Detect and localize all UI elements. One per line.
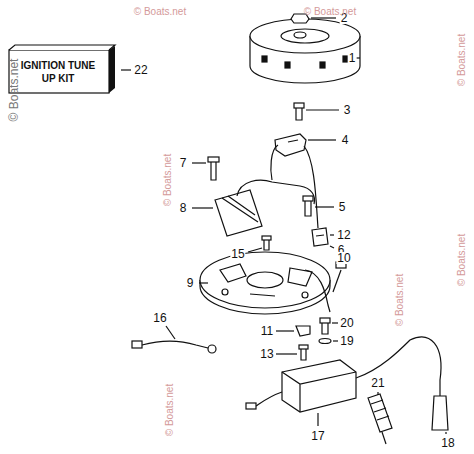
watermark: © Boats.net xyxy=(8,59,20,122)
screw xyxy=(262,236,271,250)
callout-number: 13 xyxy=(259,348,274,360)
watermark: © Boats.net xyxy=(163,154,173,206)
callout-number: 8 xyxy=(179,202,188,214)
washer xyxy=(319,339,331,344)
screw xyxy=(299,345,308,360)
callout-number: 9 xyxy=(186,277,195,289)
watermark: © Boats.net xyxy=(457,234,467,286)
callout-number: 17 xyxy=(310,430,325,442)
stator-plate xyxy=(200,252,330,314)
watermark: © Boats.net xyxy=(457,34,467,86)
charge-coil xyxy=(215,180,314,236)
screw xyxy=(208,157,219,180)
callout-number: 16 xyxy=(152,312,167,324)
ground-lead xyxy=(132,341,216,353)
watermark: © Boats.net xyxy=(165,384,175,436)
watermark: © Boats.net xyxy=(134,7,186,17)
callout-number: 19 xyxy=(339,335,354,347)
kit-box: IGNITION TUNE UP KIT xyxy=(8,44,116,94)
callout-number: 7 xyxy=(179,157,188,169)
ignition-coil xyxy=(246,337,448,430)
bracket xyxy=(296,326,310,336)
watermark: © Boats.net xyxy=(304,7,356,17)
callout-number: 20 xyxy=(339,317,354,329)
wire-lead xyxy=(305,262,346,312)
spark-plug xyxy=(368,394,392,444)
screw xyxy=(294,103,304,120)
screw xyxy=(303,196,313,216)
callout-number: 21 xyxy=(370,377,385,389)
callout-number: 15 xyxy=(230,248,245,260)
callout-number: 12 xyxy=(336,229,351,241)
callout-number: 1 xyxy=(348,52,357,64)
callout-number: 4 xyxy=(341,134,350,146)
callout-number: 11 xyxy=(260,325,274,337)
box-label: IGNITION TUNE UP KIT xyxy=(16,59,100,85)
callout-number: 22 xyxy=(133,64,148,76)
wire-clamp xyxy=(312,228,328,246)
flywheel xyxy=(250,19,360,83)
callout-number: 3 xyxy=(343,104,352,116)
watermark: © Boats.net xyxy=(395,274,405,326)
callout-number: 18 xyxy=(440,437,455,449)
callout-number: 5 xyxy=(338,201,347,213)
screw xyxy=(320,318,330,334)
box-outline xyxy=(8,44,122,100)
plug-boot xyxy=(432,396,448,430)
trigger-pickup xyxy=(271,134,318,228)
callout-number: 10 xyxy=(336,252,351,264)
